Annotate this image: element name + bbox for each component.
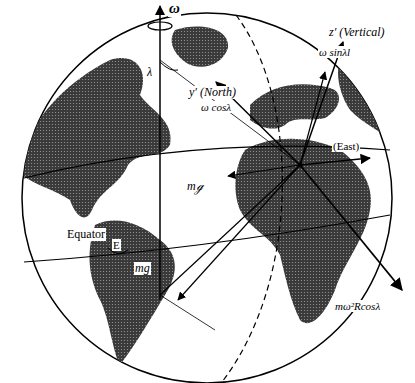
angle-arc <box>160 62 178 70</box>
omega-sin-component <box>300 72 325 165</box>
radius-line <box>160 165 300 295</box>
rotation-symbol <box>148 22 172 30</box>
axis-guide <box>160 60 300 165</box>
axis-label: (East) <box>332 140 360 152</box>
axis-label: λ <box>146 66 153 79</box>
gravity-vector <box>178 165 300 300</box>
axis-label: z′ (Vertical) <box>328 26 386 39</box>
axis-label: mω²Rcosλ <box>334 300 381 312</box>
meridian-line <box>222 15 282 382</box>
axis-label: ω sinλl <box>318 46 351 58</box>
axis-label: E <box>112 239 121 251</box>
globe-outline <box>22 13 392 383</box>
point-o <box>298 163 303 168</box>
axis-label: ω <box>168 0 181 17</box>
centrifugal-vector <box>300 165 402 290</box>
apparent-gravity-vector <box>228 165 300 176</box>
axis-label: mℊ <box>186 180 204 193</box>
rotation-axis <box>159 6 161 300</box>
continents <box>22 27 395 365</box>
east-axis <box>300 158 370 165</box>
axis-label: y′ (North) <box>188 86 237 99</box>
guide-line <box>160 295 215 330</box>
axis-label: mg <box>134 262 151 275</box>
axis-label: Equator <box>66 228 106 241</box>
equator-line <box>24 215 390 262</box>
axis-label: ω cosλ <box>200 101 232 113</box>
